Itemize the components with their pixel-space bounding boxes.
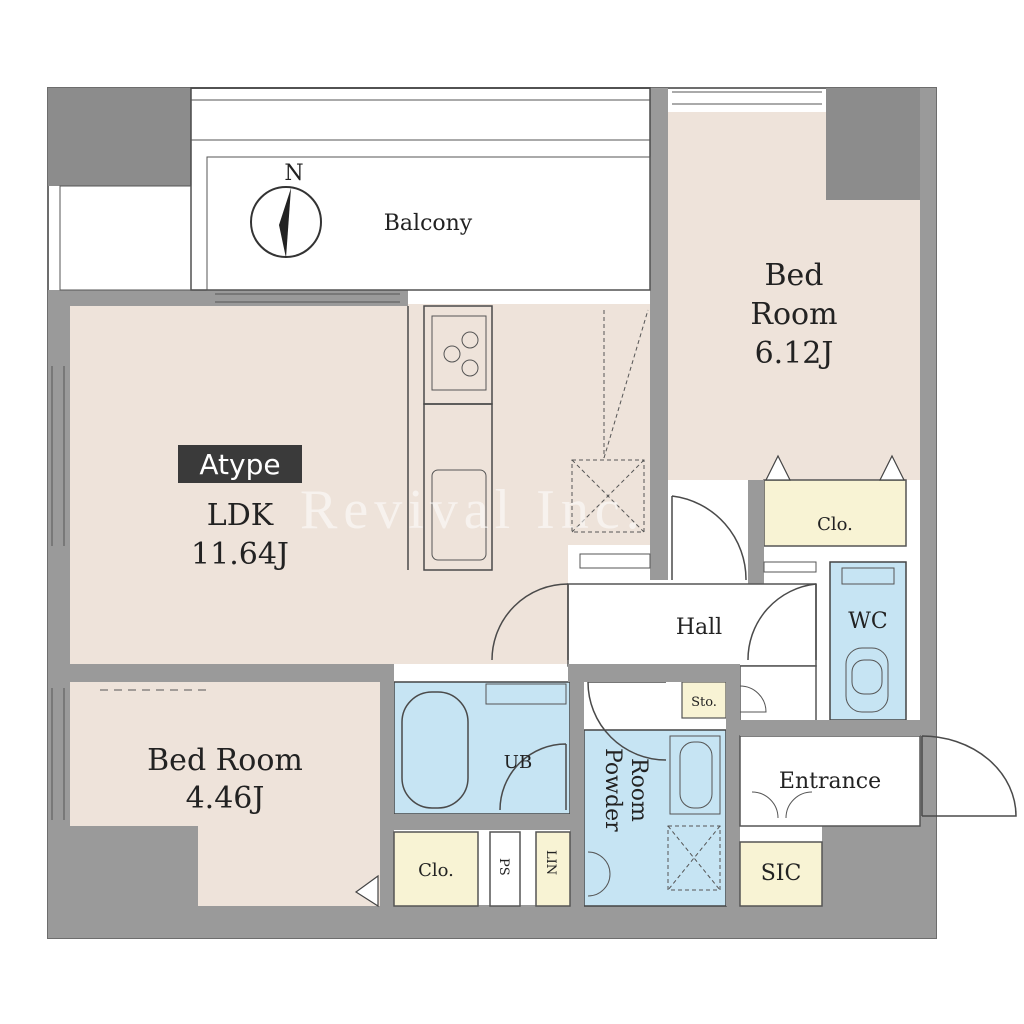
ldk-label: LDK	[207, 498, 274, 533]
door-ub	[499, 743, 567, 811]
bedroom-2-door-icon	[354, 874, 379, 908]
wc-room	[829, 561, 907, 721]
column-top-left	[48, 88, 191, 186]
washer-space	[667, 825, 721, 891]
wall-powder-right	[726, 666, 740, 906]
closet-bedroom-1-label: Clo.	[817, 514, 853, 535]
watermark: Revival Inc.	[300, 479, 646, 541]
closet-door-icon	[879, 454, 905, 481]
entrance-label: Entrance	[779, 769, 881, 794]
sink	[431, 469, 487, 561]
closet-bedroom-1	[763, 479, 907, 547]
type-badge	[178, 445, 302, 483]
wall-hall-bottom	[568, 664, 740, 682]
wc-label: WC	[848, 609, 887, 634]
column-top-right	[826, 88, 936, 200]
ldk-room	[70, 304, 650, 664]
bathtub-icon	[401, 691, 469, 809]
linen-closet-label: LIN	[543, 850, 558, 875]
toilet-bowl	[851, 659, 883, 695]
bedroom-1-size: 6.12J	[755, 336, 834, 371]
hall-lower	[739, 665, 817, 729]
storage	[681, 681, 727, 719]
fridge-space	[571, 459, 645, 533]
hall-shelf	[763, 561, 817, 573]
column-bottom-right	[822, 826, 936, 938]
closet-bedroom-2	[393, 831, 479, 907]
bedroom-2	[70, 682, 380, 906]
compass-north-label: N	[284, 161, 303, 186]
door-wc	[747, 583, 817, 661]
wall-ub-bottom	[394, 814, 570, 830]
shoe-closet-label: SIC	[761, 861, 802, 886]
wall-ub-right	[570, 664, 584, 908]
storage-label: Sto.	[691, 695, 717, 710]
kitchen-counter	[423, 403, 493, 571]
wall-right	[920, 88, 936, 938]
bedroom-1	[668, 112, 920, 480]
door-entrance	[921, 735, 1017, 817]
pipe-space-label: PS	[496, 858, 511, 876]
balcony-floor	[206, 156, 651, 291]
hall	[567, 583, 817, 667]
wall-bedroom-2-top	[70, 664, 390, 682]
powder-room-label-line2: Room	[626, 758, 651, 822]
burner-icon	[443, 331, 479, 377]
compass-icon	[250, 186, 322, 258]
door-linen	[587, 851, 611, 897]
hall-label: Hall	[676, 615, 722, 640]
type-badge-label: Atype	[199, 448, 280, 481]
bedroom-1-label-line1: Bed	[764, 258, 823, 293]
stove-top	[431, 315, 487, 391]
closet-door-icon	[765, 454, 791, 481]
powder-room-label-line1: Powder	[600, 748, 625, 832]
pantry-line	[603, 309, 649, 459]
washbasin-icon	[679, 741, 713, 809]
bedroom-2-size: 4.46J	[186, 781, 265, 816]
door-ldk	[491, 583, 569, 661]
fridge-cross	[571, 459, 645, 533]
wall-hall-right	[748, 480, 764, 584]
hall-shelf	[579, 553, 651, 569]
wall-ldk-top	[48, 290, 408, 306]
closet-bedroom-2-label: Clo.	[418, 860, 454, 881]
wall-balcony-right	[650, 88, 668, 580]
balcony-side	[59, 185, 192, 291]
door-sic	[751, 791, 813, 819]
wall-entrance-top	[740, 720, 920, 736]
shoe-closet	[739, 841, 823, 907]
bath-shelf	[485, 683, 567, 705]
wall-bottom	[48, 905, 936, 938]
ldk-size: 11.64J	[191, 537, 289, 572]
ub-label: UB	[504, 752, 532, 773]
pipe-space	[489, 831, 521, 907]
door-storage	[739, 685, 767, 713]
washbasin-counter	[669, 735, 721, 815]
toilet-tank	[841, 567, 895, 585]
bedroom-1-label-line2: Room	[750, 297, 837, 332]
bedroom-2-label: Bed Room	[147, 743, 303, 778]
balcony-label: Balcony	[384, 211, 473, 236]
door-bedroom-1	[671, 495, 747, 581]
wall-bedroom-2-right	[380, 664, 394, 908]
toilet-icon	[845, 647, 889, 713]
linen-closet	[535, 831, 571, 907]
